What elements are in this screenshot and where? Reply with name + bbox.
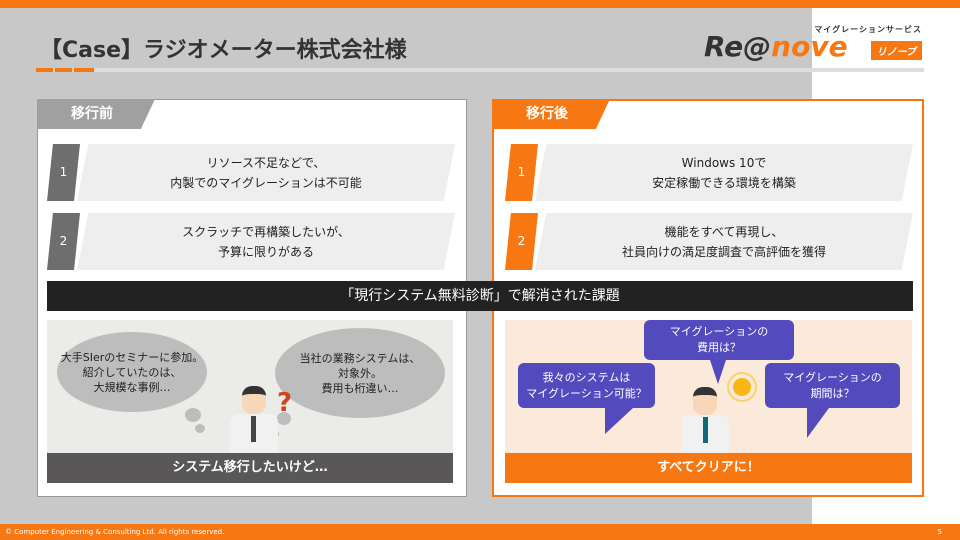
accent-mark [55, 68, 72, 72]
logo: マイグレーションサービス Re@nove リノーブ [702, 24, 924, 64]
lightbulb-icon [733, 378, 751, 396]
after-caption: すべてクリアに！ [505, 453, 912, 483]
item-number: 1 [47, 144, 80, 201]
before-tab: 移行前 [37, 99, 155, 129]
item-text: スクラッチで再構築したいが、予算に限りがある [77, 213, 455, 270]
footer: © Computer Engineering & Consulting Ltd.… [0, 524, 960, 540]
thought-dot [185, 408, 201, 422]
summary-banner: 「現行システム無料診断」で解消された課題 [47, 281, 913, 311]
before-caption: システム移行したいけど… [47, 453, 453, 483]
accent-mark [74, 68, 94, 72]
bubble-tail [807, 408, 829, 438]
page-title: 【Case】ラジオメーター株式会社様 [40, 38, 407, 63]
item-text: リソース不足などで、内製でのマイグレーションは不可能 [77, 144, 455, 201]
logo-tag: リノーブ [870, 41, 922, 60]
happy-person-icon [670, 385, 740, 460]
page-number: 5 [937, 528, 942, 536]
after-item-1: 1 Windows 10で安定稼働できる環境を構築 [505, 144, 913, 201]
before-illustration: 大手SIerのセミナーに参加。紹介していたのは、大規模な事例… 当社の業務システ… [47, 320, 453, 483]
item-number: 2 [47, 213, 80, 270]
after-tab: 移行後 [492, 99, 610, 129]
thought-dot [195, 424, 205, 433]
copyright: © Computer Engineering & Consulting Ltd.… [5, 528, 225, 536]
item-text: 機能をすべて再現し、社員向けの満足度調査で高評価を獲得 [535, 213, 913, 270]
bubble-tail [605, 408, 633, 434]
accent-mark [36, 68, 53, 72]
thought-cloud: 当社の業務システムは、対象外。費用も桁違い… [275, 328, 445, 418]
item-text: Windows 10で安定稼働できる環境を構築 [535, 144, 913, 201]
speech-bubble: マイグレーションの費用は？ [644, 320, 794, 360]
title-rule [36, 68, 924, 72]
top-bar [0, 0, 960, 8]
before-item-1: 1 リソース不足などで、内製でのマイグレーションは不可能 [47, 144, 455, 201]
arrow-right-icon [476, 392, 488, 412]
speech-bubble: 我々のシステムはマイグレーション可能？ [518, 363, 655, 408]
item-number: 1 [505, 144, 538, 201]
item-number: 2 [505, 213, 538, 270]
bubble-tail [710, 360, 726, 384]
confused-person-icon [225, 380, 285, 460]
logo-subtitle: マイグレーションサービス [814, 25, 922, 34]
before-item-2: 2 スクラッチで再構築したいが、予算に限りがある [47, 213, 455, 270]
question-mark-icon: ? [277, 388, 293, 418]
speech-bubble: マイグレーションの期間は？ [765, 363, 900, 408]
thought-cloud: 大手SIerのセミナーに参加。紹介していたのは、大規模な事例… [57, 332, 207, 412]
logo-wordmark: Re@nove [704, 30, 848, 63]
thought-dot [277, 412, 291, 425]
after-illustration: マイグレーションの費用は？ 我々のシステムはマイグレーション可能？ マイグレーシ… [505, 320, 912, 483]
after-item-2: 2 機能をすべて再現し、社員向けの満足度調査で高評価を獲得 [505, 213, 913, 270]
